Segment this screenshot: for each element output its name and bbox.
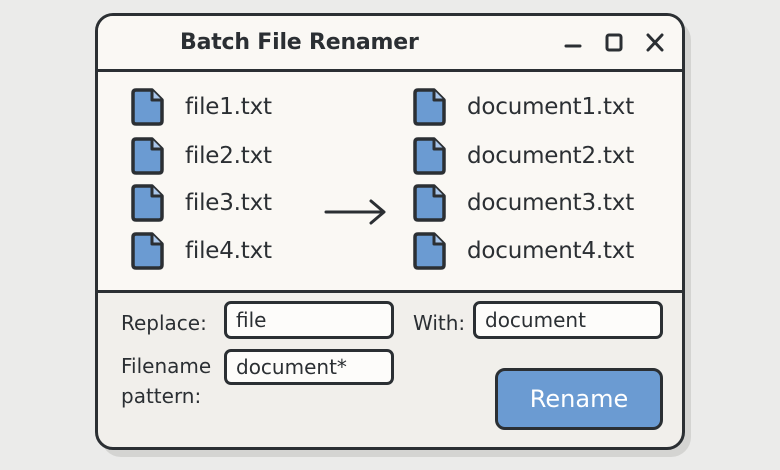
- file-icon: [131, 137, 164, 175]
- renamed-file-item[interactable]: document1.txt: [412, 87, 634, 127]
- with-label: With:: [413, 311, 466, 335]
- batch-renamer-window: Batch File Renamer file1.txt: [95, 13, 685, 450]
- replace-input[interactable]: [224, 301, 394, 339]
- title-bar[interactable]: Batch File Renamer: [98, 16, 682, 72]
- minimize-icon: [564, 44, 582, 48]
- file-icon: [131, 232, 164, 270]
- file-icon: [413, 88, 446, 126]
- renamed-file-item[interactable]: document4.txt: [412, 231, 634, 271]
- file-name: file2.txt: [185, 143, 272, 169]
- maximize-button[interactable]: [601, 30, 627, 56]
- right-arrow-icon: [324, 199, 386, 225]
- file-name: file4.txt: [185, 238, 272, 264]
- file-name: document1.txt: [467, 94, 635, 120]
- window-title: Batch File Renamer: [180, 30, 419, 55]
- file-icon: [413, 232, 446, 270]
- renamed-file-item[interactable]: document3.txt: [412, 183, 634, 223]
- original-file-item[interactable]: file3.txt: [130, 183, 272, 223]
- file-name: document3.txt: [467, 190, 635, 216]
- rename-button[interactable]: Rename: [495, 368, 663, 430]
- pattern-label-line1: Filename: [121, 354, 212, 378]
- file-icon: [413, 137, 446, 175]
- renamed-file-item[interactable]: document2.txt: [412, 136, 634, 176]
- file-icon: [131, 88, 164, 126]
- file-icon: [131, 184, 164, 222]
- file-name: document2.txt: [467, 143, 635, 169]
- original-file-item[interactable]: file1.txt: [130, 87, 272, 127]
- filename-pattern-input[interactable]: [224, 349, 394, 385]
- close-icon: [646, 33, 664, 52]
- with-input[interactable]: [473, 301, 663, 339]
- file-name: file1.txt: [185, 94, 272, 120]
- minimize-button[interactable]: [560, 30, 586, 56]
- file-name: file3.txt: [185, 190, 272, 216]
- close-button[interactable]: [642, 30, 668, 56]
- original-file-item[interactable]: file2.txt: [130, 136, 272, 176]
- replace-label: Replace:: [121, 311, 207, 335]
- original-file-item[interactable]: file4.txt: [130, 231, 272, 271]
- maximize-icon: [605, 33, 623, 52]
- file-preview-panel: file1.txt file2.txt file3.txt file4.txt: [98, 72, 682, 293]
- pattern-label-line2: pattern:: [121, 384, 202, 408]
- file-name: document4.txt: [467, 238, 635, 264]
- file-icon: [413, 184, 446, 222]
